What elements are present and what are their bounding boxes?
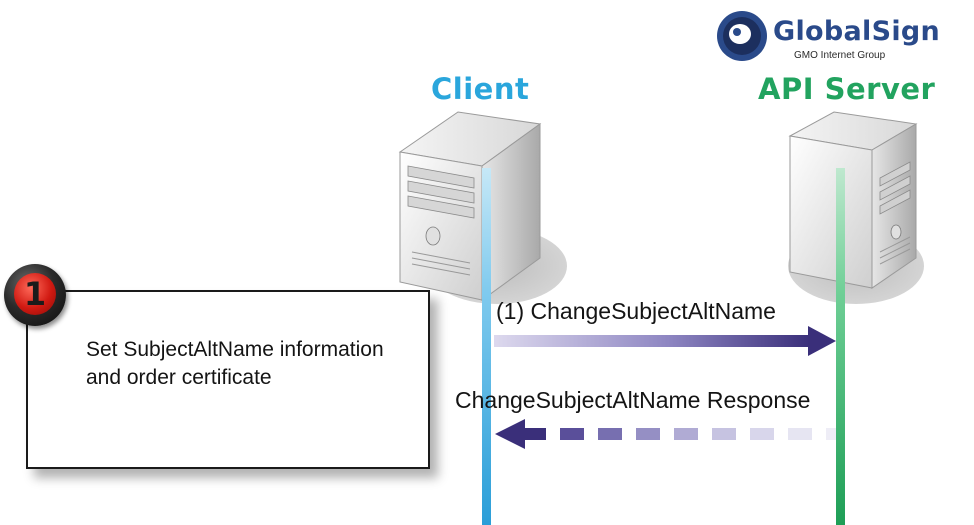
client-lifeline xyxy=(482,168,491,525)
step-number: 1 xyxy=(23,275,47,313)
step-note-text: Set SubjectAltName information and order… xyxy=(86,338,384,389)
brand-name: GlobalSign xyxy=(773,16,941,47)
api-server-label: API Server xyxy=(758,72,936,106)
response-message-label: ChangeSubjectAltName Response xyxy=(455,387,811,413)
brand-subtitle: GMO Internet Group xyxy=(794,50,886,61)
step-badge: 1 xyxy=(4,264,66,326)
step-note-box: Set SubjectAltName information and order… xyxy=(26,290,430,469)
response-arrow xyxy=(495,419,836,449)
request-arrow xyxy=(494,326,836,356)
client-label: Client xyxy=(431,72,530,106)
globalsign-eye-icon xyxy=(717,11,767,61)
brand-logo: GlobalSign GMO Internet Group xyxy=(716,6,966,64)
step-badge-fill xyxy=(14,273,56,315)
api-server-icon xyxy=(788,111,924,304)
server-lifeline xyxy=(836,168,845,525)
client-server-icon xyxy=(398,111,567,304)
request-message-label: (1) ChangeSubjectAltName xyxy=(496,298,776,324)
